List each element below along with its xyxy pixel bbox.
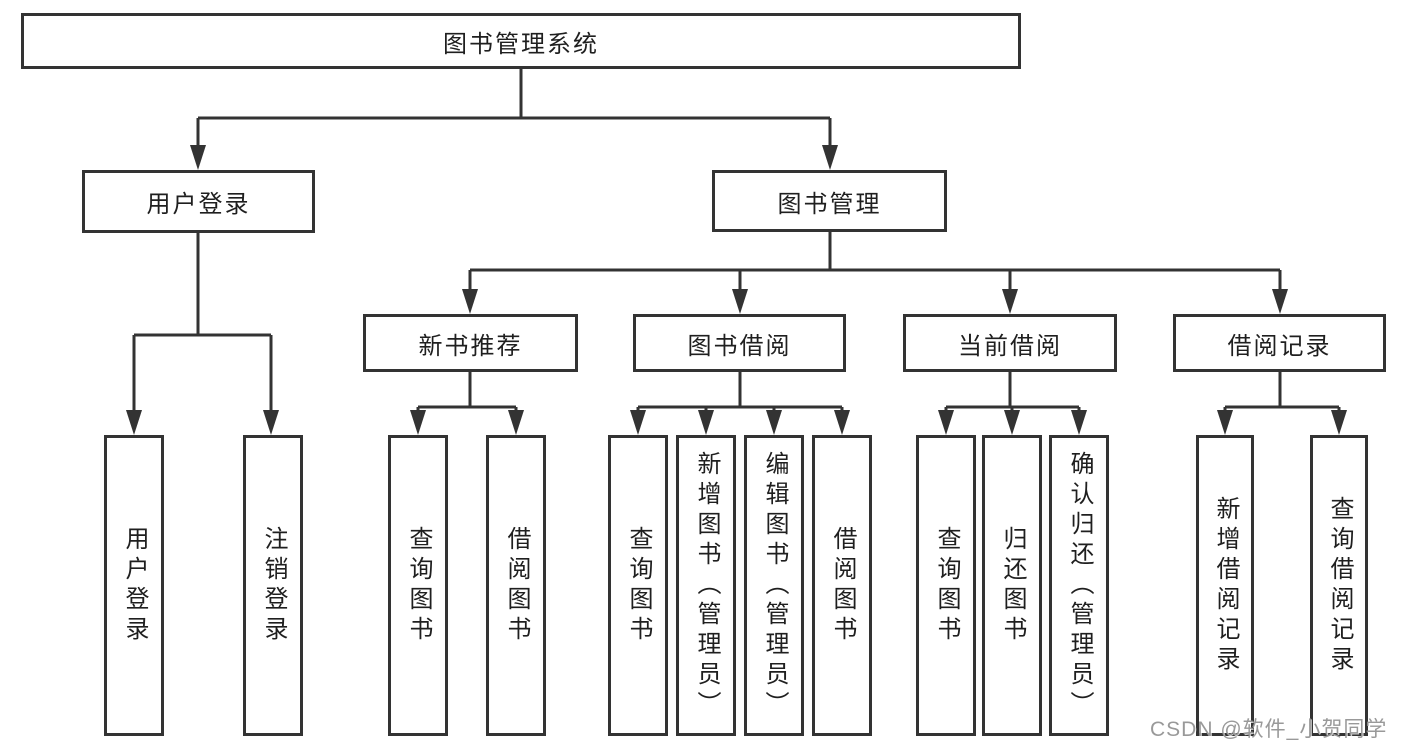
- node-label: 借阅图书: [829, 525, 856, 646]
- node-book-borrowing: 图书借阅: [633, 314, 846, 372]
- node-borrow-records: 借阅记录: [1173, 314, 1386, 372]
- node-label: 新书推荐: [418, 332, 523, 360]
- leaf-borrow-books-2: 借阅图书: [812, 435, 872, 736]
- leaf-return-books: 归还图书: [982, 435, 1042, 736]
- leaf-query-borrow-record: 查询借阅记录: [1310, 435, 1368, 736]
- node-label: 借阅记录: [1227, 332, 1332, 360]
- leaf-add-borrow-record: 新增借阅记录: [1196, 435, 1254, 736]
- leaf-logout: 注销登录: [243, 435, 303, 736]
- leaf-user-login: 用户登录: [104, 435, 164, 736]
- node-label: 新增图书（管理员）: [693, 450, 720, 721]
- node-label: 用户登录: [146, 191, 251, 218]
- node-label: 编辑图书（管理员）: [761, 450, 788, 721]
- leaf-confirm-return-admin: 确认归还（管理员）: [1049, 435, 1109, 736]
- node-label: 注销登录: [260, 525, 287, 646]
- node-label: 确认归还（管理员）: [1066, 450, 1093, 721]
- csdn-watermark: CSDN @软件_小贺同学: [1150, 718, 1388, 741]
- node-user-login: 用户登录: [82, 170, 315, 233]
- node-current-borrowing: 当前借阅: [903, 314, 1117, 372]
- node-label: 借阅图书: [503, 525, 530, 646]
- leaf-query-books-2: 查询图书: [608, 435, 668, 736]
- node-library-system: 图书管理系统: [21, 13, 1021, 69]
- node-label: 归还图书: [999, 525, 1026, 646]
- node-label: 查询图书: [405, 525, 432, 646]
- node-label: 查询借阅记录: [1326, 495, 1353, 676]
- leaf-query-books: 查询图书: [388, 435, 448, 736]
- node-label: 查询图书: [625, 525, 652, 646]
- node-label: 图书管理: [777, 190, 882, 218]
- node-book-management: 图书管理: [712, 170, 947, 232]
- node-label: 新增借阅记录: [1212, 495, 1239, 676]
- leaf-query-books-3: 查询图书: [916, 435, 976, 736]
- leaf-add-book-admin: 新增图书（管理员）: [676, 435, 736, 736]
- node-label: 图书管理系统: [443, 30, 599, 58]
- node-new-book-recommend: 新书推荐: [363, 314, 578, 372]
- arrowheads: [126, 145, 1347, 435]
- node-label: 当前借阅: [958, 332, 1062, 360]
- leaf-borrow-books: 借阅图书: [486, 435, 546, 736]
- node-label: 用户登录: [121, 525, 148, 646]
- leaf-edit-book-admin: 编辑图书（管理员）: [744, 435, 804, 736]
- node-label: 查询图书: [933, 525, 960, 646]
- node-label: 图书借阅: [687, 332, 792, 360]
